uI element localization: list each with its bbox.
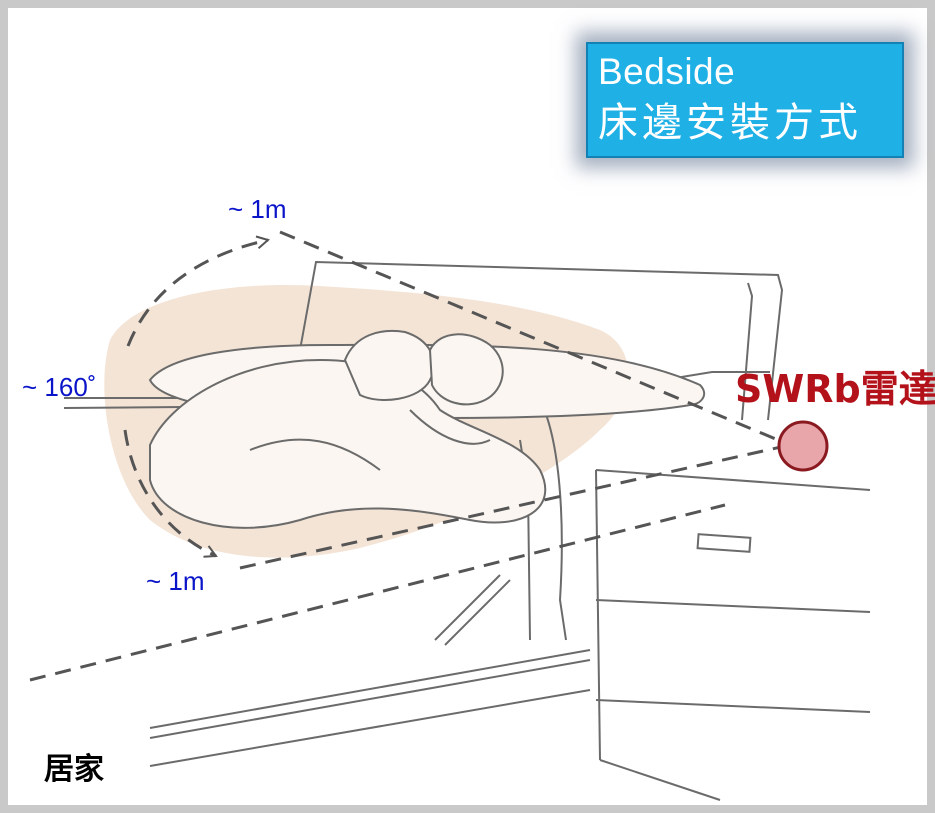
distance-label-bottom: ~ 1m bbox=[146, 566, 205, 596]
detection-range-lines bbox=[29, 230, 791, 682]
nightstand bbox=[595, 469, 871, 801]
title-chinese: 床邊安裝方式 bbox=[598, 100, 862, 146]
title-box: Bedside 床邊安裝方式 bbox=[586, 42, 904, 158]
setting-label: 居家 bbox=[44, 752, 104, 787]
headboard bbox=[299, 260, 784, 421]
distance-label-top: ~ 1m bbox=[228, 194, 287, 224]
angle-arc bbox=[123, 240, 268, 556]
radar-label: SWRb雷達 bbox=[735, 367, 935, 411]
sleeping-person-icon bbox=[149, 330, 547, 529]
radar-sensor-icon bbox=[777, 420, 829, 472]
title-english: Bedside bbox=[598, 51, 736, 92]
angle-label: ~ 160˚ bbox=[22, 372, 97, 402]
